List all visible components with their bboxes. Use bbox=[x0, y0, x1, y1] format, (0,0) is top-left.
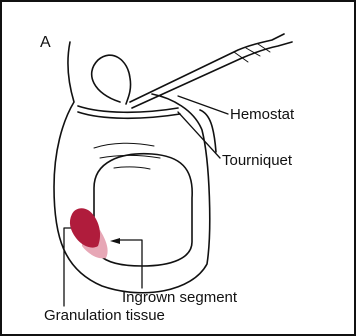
toe-illustration bbox=[2, 2, 354, 334]
hemostat-lower-jaw bbox=[132, 42, 292, 108]
ingrown-arrow bbox=[110, 238, 120, 244]
tourniquet-label: Tourniquet bbox=[222, 152, 292, 169]
hemostat-upper-jaw bbox=[130, 34, 284, 102]
granulation-tissue-label: Granulation tissue bbox=[44, 307, 165, 324]
hemostat-label: Hemostat bbox=[230, 106, 294, 123]
tourniquet-loop bbox=[92, 55, 131, 104]
ingrown-segment-label: Ingrown segment bbox=[122, 289, 237, 306]
panel-letter: A bbox=[40, 34, 51, 51]
tourniquet-band bbox=[78, 106, 178, 112]
granulation-tissue bbox=[70, 208, 100, 247]
nail-outline bbox=[94, 154, 192, 266]
